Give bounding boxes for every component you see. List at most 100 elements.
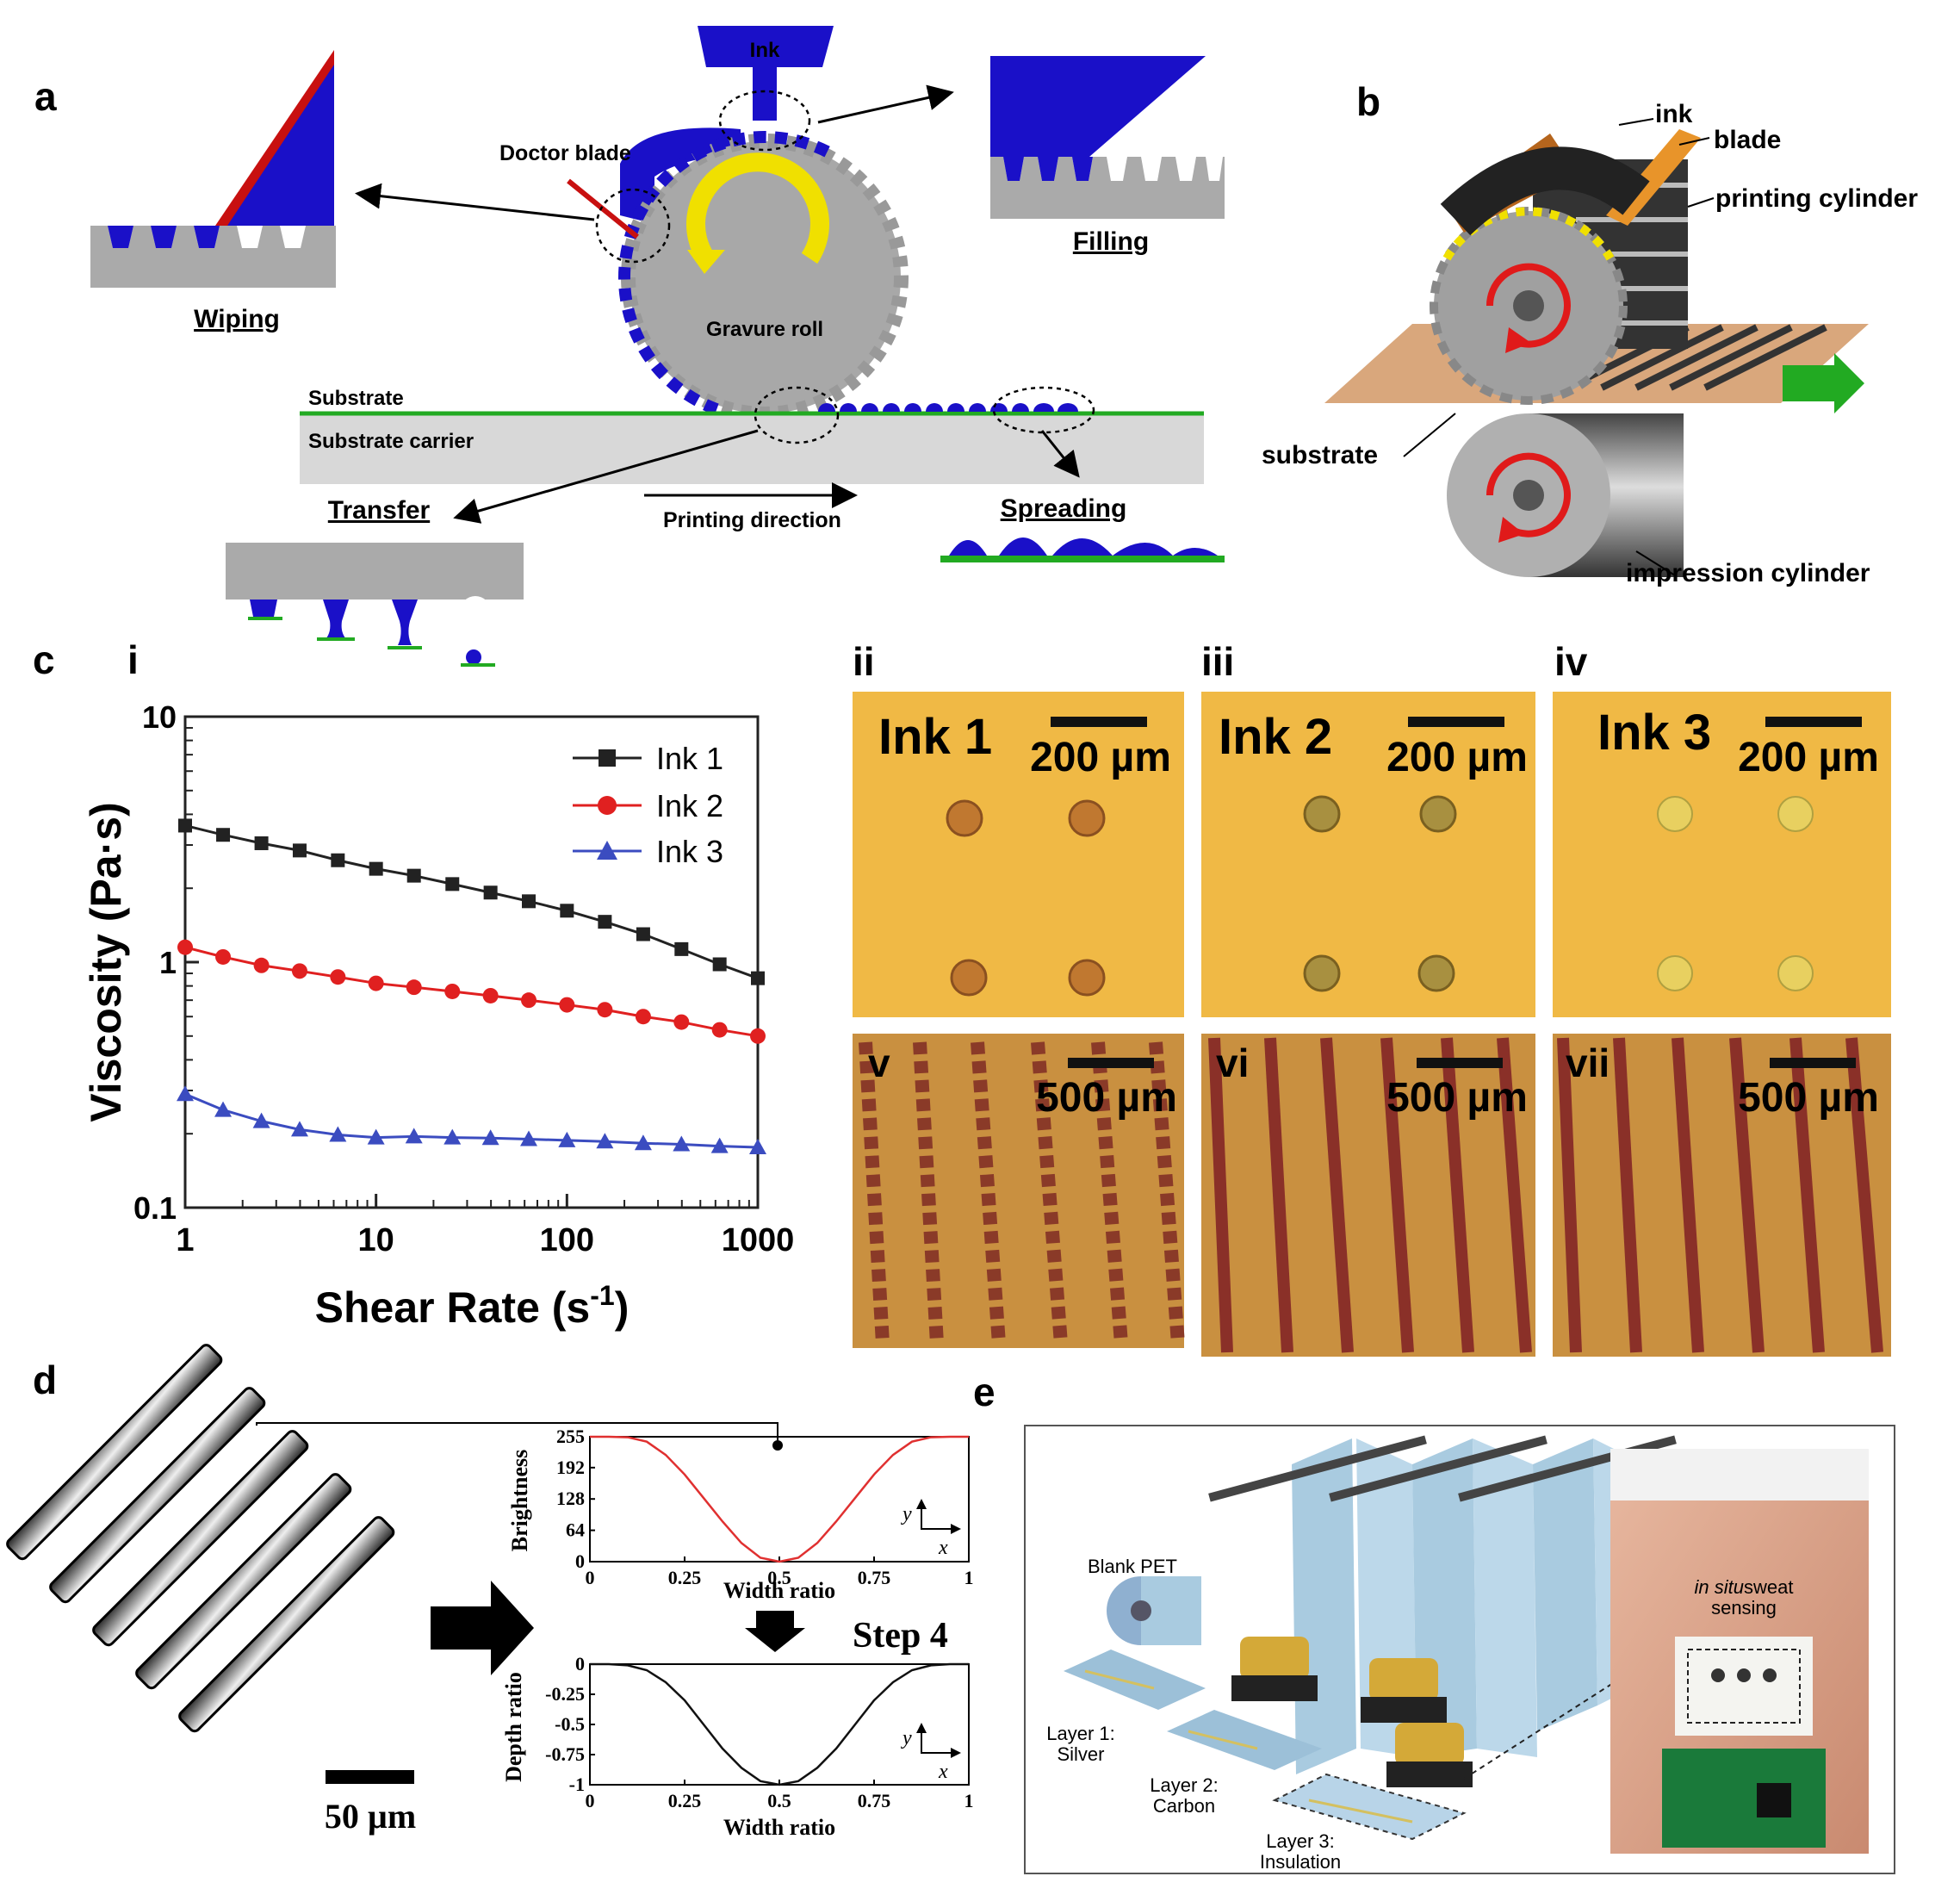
panel-e: e Blank PET	[973, 1370, 1895, 1874]
layer3-material: Insulation	[1260, 1851, 1341, 1873]
data-point	[482, 987, 499, 1003]
micrograph-ink3: Ink 3 200 µm	[1553, 692, 1891, 1017]
data-point	[368, 975, 384, 991]
layer2-label: Layer 2:	[1150, 1774, 1219, 1796]
data-point	[520, 1130, 538, 1146]
data-point	[634, 1134, 652, 1151]
d-scale-bar	[326, 1770, 414, 1784]
data-point	[331, 853, 345, 867]
layer1-material: Silver	[1057, 1743, 1104, 1765]
data-point	[558, 1131, 576, 1147]
x-tick-label: 1000	[722, 1222, 795, 1258]
y-tick-label: 1	[159, 945, 177, 980]
legend-ink2: Ink 2	[656, 788, 723, 823]
data-point	[596, 1133, 614, 1149]
micrograph-vii: vii 500 µm	[1553, 1034, 1891, 1357]
bright-axis-x: x	[938, 1537, 948, 1559]
sweat-label: sweat	[1744, 1576, 1793, 1598]
data-point	[635, 1009, 651, 1025]
data-point	[636, 927, 650, 941]
sub-label-i: i	[127, 637, 139, 682]
filling-label: Filling	[1073, 227, 1149, 256]
blank-pet-label: Blank PET	[1088, 1556, 1177, 1577]
ink-hopper: Ink	[698, 26, 834, 121]
data-point	[329, 1126, 347, 1142]
filling-inset: Filling	[990, 56, 1225, 256]
brightness-xlabel: Width ratio	[723, 1578, 835, 1603]
micro-ink2-label: Ink 2	[1219, 709, 1332, 765]
y-tick-label: 10	[142, 699, 177, 735]
panel-a: a Wiping Ink	[34, 26, 1225, 667]
printed-lines	[1566, 324, 1827, 391]
panel-b: b ink bla	[1262, 79, 1918, 587]
data-point	[443, 1128, 462, 1145]
doctor-blade	[567, 178, 639, 239]
wiping-label: Wiping	[194, 305, 280, 333]
data-point	[522, 894, 537, 909]
series-line-3	[184, 1092, 759, 1149]
x-tick-label: 0.75	[858, 1790, 891, 1811]
micrograph-vi: vi 500 µm	[1201, 1034, 1535, 1357]
micrographs: ii iii iv Ink 1 200 µm Ink 2 200 µm Ink	[853, 639, 1891, 1357]
data-point	[481, 1129, 499, 1146]
viscosity-legend: Ink 1 Ink 2 Ink 3	[573, 741, 723, 869]
data-point	[290, 1121, 308, 1137]
micro-ink3-label: Ink 3	[1597, 705, 1711, 761]
y-tick-label: -1	[569, 1774, 585, 1795]
data-point	[216, 828, 231, 842]
data-point	[445, 877, 460, 892]
x-tick-label: 0.25	[668, 1567, 702, 1588]
wiping-blade	[215, 50, 334, 226]
panel-label-b: b	[1356, 79, 1380, 124]
x-tick-label: 0	[586, 1567, 595, 1588]
y-tick-label: 0	[575, 1653, 585, 1674]
series-line-1	[184, 823, 759, 980]
micrograph-v: v 500 µm	[853, 1034, 1185, 1348]
sub-label-iv: iv	[1554, 639, 1588, 684]
data-point	[521, 992, 537, 1009]
x-tick-label: 1	[176, 1222, 194, 1258]
d-big-arrow	[431, 1581, 534, 1675]
x-tick-label: 0.5	[767, 1790, 791, 1811]
micro-ink1-scale: 200 µm	[1030, 735, 1171, 780]
y-tick-label: 0	[575, 1550, 585, 1572]
viscosity-ylabel: Viscosity (Pa·s)	[82, 802, 130, 1121]
data-point	[292, 843, 307, 858]
y-tick-label: 128	[556, 1488, 585, 1509]
data-point	[369, 861, 383, 876]
y-tick-label: 0.1	[133, 1190, 177, 1226]
legend-ink1: Ink 1	[656, 741, 723, 776]
depth-axis-y: y	[901, 1727, 912, 1749]
data-point	[750, 1028, 766, 1044]
data-point	[751, 971, 765, 985]
micro-ink3-scale: 200 µm	[1738, 735, 1879, 780]
data-point	[673, 1135, 691, 1152]
transfer-inset: Transfer	[226, 496, 524, 667]
sub-label-v: v	[868, 1041, 890, 1085]
data-point	[406, 979, 422, 996]
layer1-label: Layer 1:	[1046, 1723, 1115, 1744]
micro-ink1-label: Ink 1	[878, 709, 992, 765]
viscosity-xlabel: Shear Rate (s-1)	[315, 1280, 630, 1332]
panel-label-a: a	[34, 74, 57, 119]
series-line-2	[184, 946, 759, 1038]
in-situ-label: in situ	[1695, 1576, 1744, 1598]
data-point	[560, 904, 574, 918]
print-units	[1231, 1637, 1473, 1787]
x-tick-label: 0	[586, 1790, 595, 1811]
profile-line	[590, 1662, 969, 1786]
data-point	[674, 941, 689, 956]
sub-label-vi: vi	[1216, 1041, 1249, 1085]
data-point	[253, 957, 270, 973]
feed-arrow	[1783, 353, 1864, 413]
substrate-label: Substrate	[308, 387, 404, 410]
doctor-blade-label: Doctor blade	[499, 141, 631, 165]
data-point	[597, 1002, 613, 1018]
data-point	[254, 836, 269, 850]
sub-label-ii: ii	[853, 639, 875, 684]
data-point	[673, 1014, 690, 1030]
transfer-label: Transfer	[328, 496, 431, 525]
